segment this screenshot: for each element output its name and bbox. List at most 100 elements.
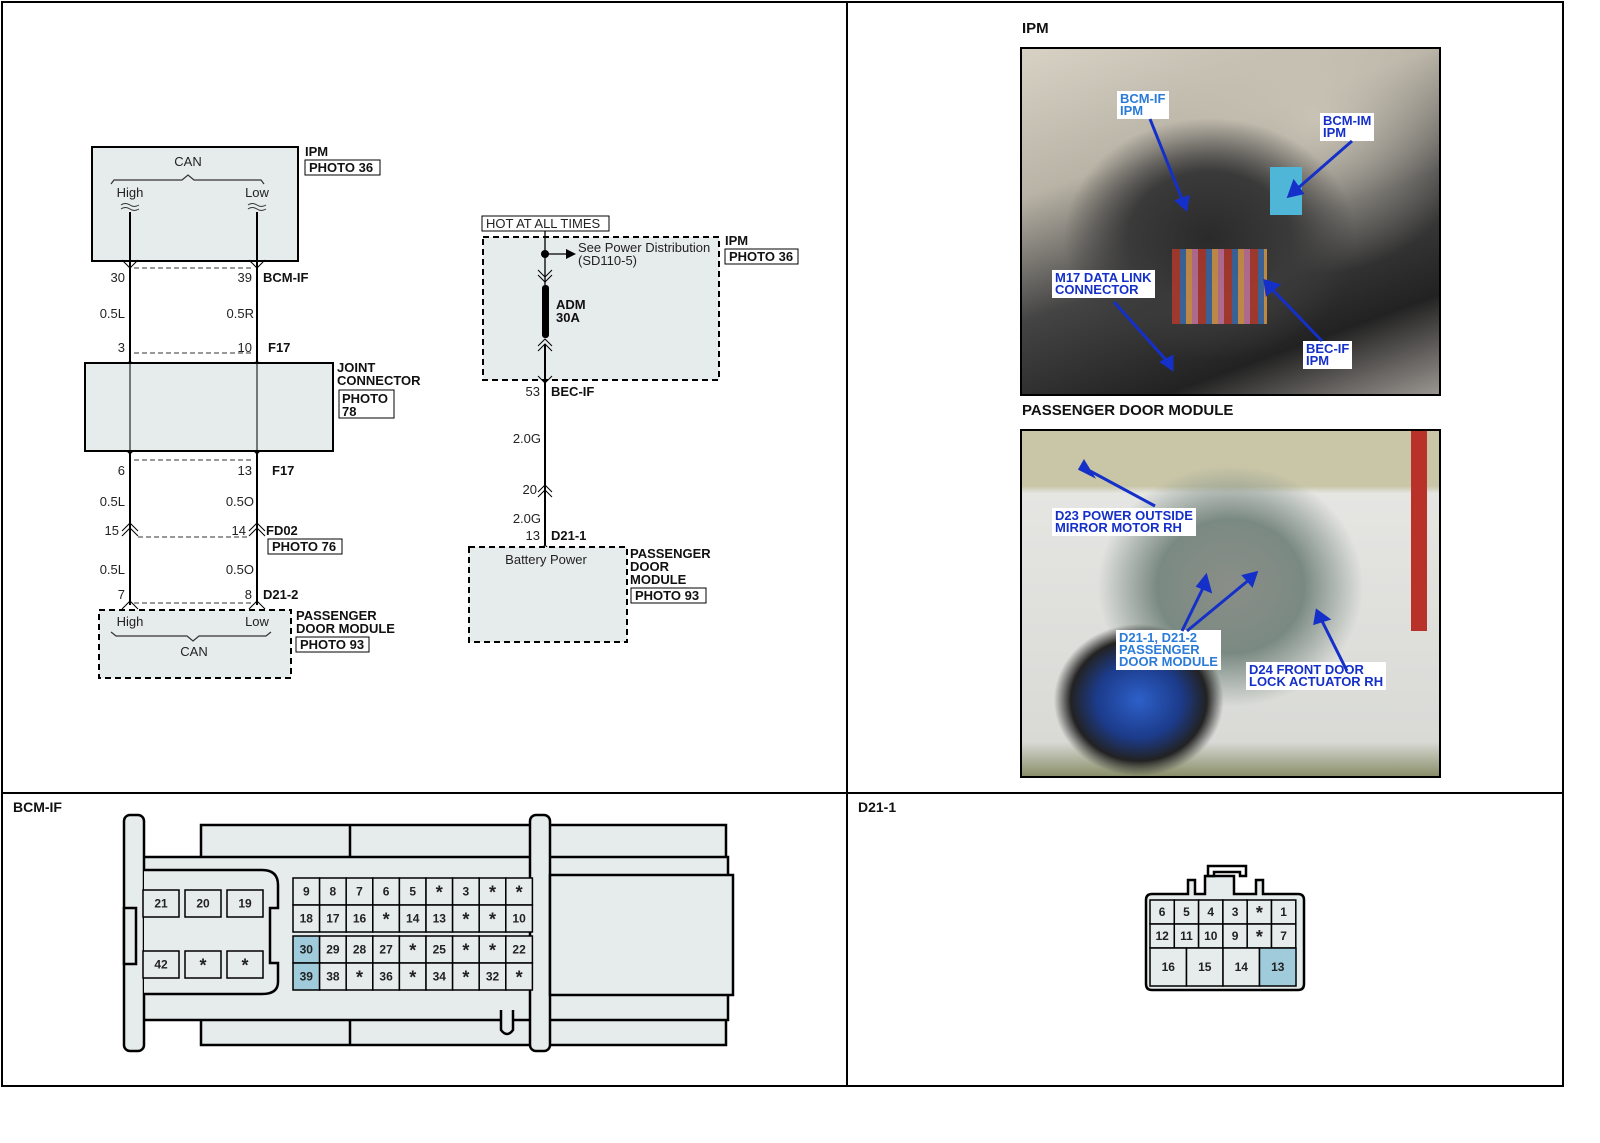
callout-d24-lock-actuator: D24 FRONT DOOR LOCK ACTUATOR RH bbox=[1246, 662, 1387, 690]
wire3-high-label: 0.5L bbox=[100, 562, 125, 577]
pin-label: 30 bbox=[300, 943, 314, 957]
pdm-can-photo-ref[interactable]: PHOTO 93 bbox=[300, 637, 364, 652]
ipm-photo-arrows bbox=[1112, 118, 1353, 372]
pin-label: * bbox=[1256, 903, 1263, 923]
pin-label: 17 bbox=[326, 912, 340, 926]
pin-label: 1 bbox=[1280, 905, 1287, 919]
f17-top-pin-high: 3 bbox=[118, 340, 125, 355]
bec-if-chevron bbox=[537, 375, 553, 384]
bcm-if-right-shroud bbox=[548, 873, 735, 997]
arrow-right-icon bbox=[566, 249, 576, 259]
pin-cavity bbox=[318, 962, 347, 991]
power-wire2-label: 2.0G bbox=[513, 511, 541, 526]
pin-label: 15 bbox=[1198, 960, 1212, 974]
ipm-photo-ref[interactable]: PHOTO 36 bbox=[309, 160, 373, 175]
pin-label: 3 bbox=[1232, 905, 1239, 919]
pin-label: 7 bbox=[1280, 929, 1287, 943]
pin-label: 16 bbox=[353, 912, 367, 926]
pdm-can-title-line2: DOOR MODULE bbox=[296, 621, 395, 636]
pin-cavity bbox=[505, 904, 534, 933]
joint-connector-box bbox=[84, 362, 334, 452]
joint-label-line1: JOINT bbox=[337, 360, 375, 375]
wire2-high-label: 0.5L bbox=[100, 494, 125, 509]
power-pdm-title-line1: PASSENGER bbox=[630, 546, 711, 561]
pin-label: * bbox=[489, 883, 496, 903]
ipm-high-label: High bbox=[117, 185, 144, 200]
pin-cavity bbox=[184, 889, 222, 918]
pin-label: 9 bbox=[1232, 929, 1239, 943]
pin-label: * bbox=[462, 941, 469, 961]
pdm-can-module-box bbox=[98, 609, 292, 679]
pin-cavity-empty bbox=[505, 962, 534, 991]
pin-cavity bbox=[226, 889, 264, 918]
pin-label: 25 bbox=[433, 943, 447, 957]
f17-bottom-connector-label: F17 bbox=[272, 463, 294, 478]
power-pdm-title-line2: DOOR bbox=[630, 559, 670, 574]
ipm-photo: BCM-IF IPM BCM-IM IPM M17 DATA LINK CONN… bbox=[1020, 47, 1441, 396]
ipm-can-label: CAN bbox=[174, 154, 201, 169]
wire2-low-label: 0.5O bbox=[226, 494, 254, 509]
pin-label: 42 bbox=[154, 958, 168, 972]
pin-cavity bbox=[372, 877, 401, 906]
power-ipm-photo-ref[interactable]: PHOTO 36 bbox=[729, 249, 793, 264]
joint-photo-ref-line1[interactable]: PHOTO bbox=[342, 391, 388, 406]
power-wire1-label: 2.0G bbox=[513, 431, 541, 446]
wiring-schematic: CAN High Low IPM PHOTO 36 30 39 BCM-IF 0… bbox=[84, 144, 799, 679]
bcm-if-left-notch bbox=[122, 906, 138, 966]
power-ipm-photo-ref-box bbox=[724, 248, 799, 265]
fd02-photo-ref[interactable]: PHOTO 76 bbox=[272, 539, 336, 554]
pin-label: * bbox=[1256, 927, 1263, 947]
pin-label: 16 bbox=[1162, 960, 1176, 974]
pin-cavity bbox=[345, 904, 374, 933]
wire3-low-label: 0.5O bbox=[226, 562, 254, 577]
pdm-photo: D23 POWER OUTSIDE MIRROR MOTOR RH D21-1,… bbox=[1020, 429, 1441, 778]
bcm-if-pin-high: 30 bbox=[111, 270, 125, 285]
pin-cavity-empty bbox=[226, 950, 264, 979]
pin-label: * bbox=[383, 910, 390, 930]
fd02-pin-high: 15 bbox=[105, 523, 119, 538]
pin-label: 28 bbox=[353, 943, 367, 957]
wire1-low-label: 0.5R bbox=[227, 306, 254, 321]
pdm-can-brace bbox=[110, 631, 272, 642]
pin-label: 6 bbox=[383, 885, 390, 899]
pin-cavity bbox=[1222, 947, 1261, 987]
pin-label: 5 bbox=[1183, 905, 1190, 919]
pin-label: 14 bbox=[406, 912, 420, 926]
pin-cavity-empty bbox=[398, 935, 427, 964]
pin-cavity bbox=[451, 877, 480, 906]
wire1-high-label: 0.5L bbox=[100, 306, 125, 321]
pin-label: * bbox=[516, 968, 523, 988]
power-ipm-title: IPM bbox=[725, 233, 748, 248]
pin-label: 20 bbox=[196, 897, 210, 911]
pin-label: * bbox=[199, 956, 206, 976]
pin-cavity-empty bbox=[184, 950, 222, 979]
pin-label: 10 bbox=[1204, 929, 1218, 943]
callout-m17-data-link: M17 DATA LINK CONNECTOR bbox=[1052, 270, 1155, 298]
fuse-rating: 30A bbox=[556, 310, 580, 325]
pin-cavity bbox=[1173, 923, 1200, 949]
pin-label: 32 bbox=[486, 970, 500, 984]
pin-label: * bbox=[516, 883, 523, 903]
ipm-low-label: Low bbox=[245, 185, 269, 200]
pin-label: 13 bbox=[1271, 960, 1285, 974]
pin-cavity-empty bbox=[451, 962, 480, 991]
hot-at-all-times-label: HOT AT ALL TIMES bbox=[486, 216, 600, 231]
pin-cavity bbox=[292, 904, 321, 933]
pin-label: 27 bbox=[379, 943, 393, 957]
fuse-block-visual bbox=[1172, 249, 1267, 324]
pin-label: 12 bbox=[1155, 929, 1169, 943]
pin-label: 22 bbox=[512, 943, 526, 957]
bcm-if-right-latch-rail bbox=[528, 813, 552, 1053]
pin-label: * bbox=[356, 968, 363, 988]
pin-cavity-empty bbox=[398, 962, 427, 991]
joint-photo-ref-line2[interactable]: 78 bbox=[342, 404, 356, 419]
power-pdm-photo-ref[interactable]: PHOTO 93 bbox=[635, 588, 699, 603]
pdm-can-photo-ref-box bbox=[295, 636, 370, 653]
pin-cavity bbox=[1197, 923, 1224, 949]
pin-label: 7 bbox=[356, 885, 363, 899]
pin-cavity bbox=[345, 935, 374, 964]
pin-label: * bbox=[462, 968, 469, 988]
inline-connector-pin: 20 bbox=[523, 482, 537, 497]
pin-label: * bbox=[489, 910, 496, 930]
pin-label: 21 bbox=[154, 897, 168, 911]
